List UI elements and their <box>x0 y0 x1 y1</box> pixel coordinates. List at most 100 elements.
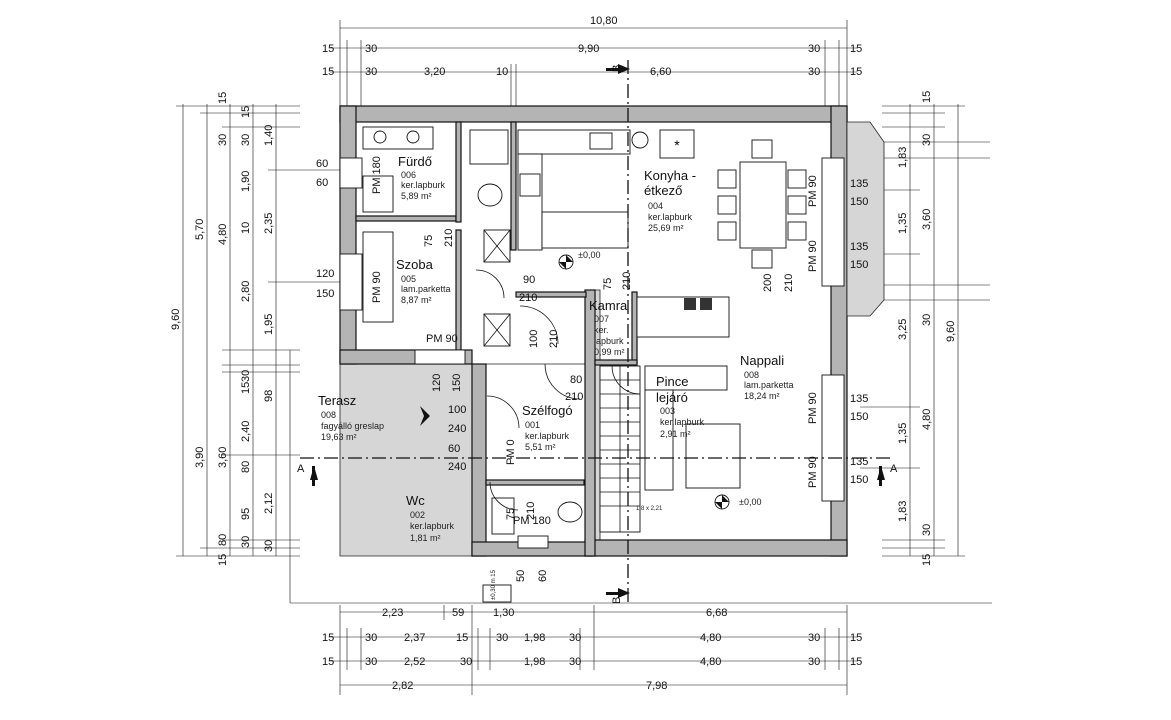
room-name: Nappali <box>740 353 784 368</box>
room-name: Terasz <box>318 393 356 408</box>
wc-toilet-icon <box>557 501 583 523</box>
door-dim-15: 240 <box>448 423 466 435</box>
dim-left-2: 3,90 <box>194 447 206 468</box>
dim-left-16: 80 <box>217 534 229 546</box>
door-dim-6: 200 <box>762 274 774 292</box>
dim-left-15: 30 <box>240 536 252 548</box>
dim-left-22: 1,95 <box>263 314 275 335</box>
room-name: Kamra <box>589 298 628 313</box>
room-bathroom: Fürdő 006 ker.lapburk 5,89 m² <box>398 154 446 201</box>
dim-left-4: 3,60 <box>217 447 229 468</box>
room-area: 8,87 m² <box>401 295 432 305</box>
kitchen-counter-side <box>517 153 543 251</box>
dim-bot-r2-6: 30 <box>569 632 581 644</box>
room-floor: ker.lapburk <box>660 417 705 427</box>
room-vestibule: Szélfogó 001 ker.lapburk 5,51 m² <box>522 403 573 452</box>
dim-right-10: 1,83 <box>897 501 909 522</box>
room-floor: ker.lapburk <box>525 431 570 441</box>
dim-bot-r1-1: 59 <box>452 607 464 619</box>
kitchen-island <box>541 211 629 249</box>
room-name: Szoba <box>396 257 434 272</box>
door-dim-19: 210 <box>525 502 537 520</box>
chair-icon <box>787 221 807 241</box>
pm-living: PM 90 <box>807 392 819 424</box>
stair-outer <box>482 584 512 603</box>
chair-icon <box>717 169 737 189</box>
kitchen-sink <box>589 132 613 150</box>
partition-bath-east <box>455 121 462 223</box>
wall-south-east <box>584 539 848 557</box>
dim-left-5: 15 <box>217 92 229 104</box>
dim-right-1: 30 <box>921 134 933 146</box>
level-label-2: ±0,00 <box>739 497 761 507</box>
partition-bath-room <box>355 215 457 222</box>
room-name: Szélfogó <box>522 403 573 418</box>
door-dim-20: 50 <box>515 570 527 582</box>
dim-top-r1-1: 30 <box>365 43 377 55</box>
door-swing-hall <box>519 305 559 345</box>
chair-icon <box>787 169 807 189</box>
dim-left-20: 1,40 <box>263 125 275 146</box>
room-floor: lam.parketta <box>401 284 451 294</box>
door-dim-10: 80 <box>570 374 582 386</box>
room-pantry: Kamra 007 ker. lapburk 0,99 m² <box>589 298 628 357</box>
double-sink <box>362 126 434 150</box>
section-a-arrow-right <box>879 466 882 486</box>
dim-bot-r3-2: 2,52 <box>404 656 425 668</box>
room-floor: ker.lapburk <box>401 180 446 190</box>
room-code: 007 <box>594 314 609 324</box>
room-floor: ker.lapburk <box>410 521 455 531</box>
room-code: 008 <box>744 370 759 380</box>
room-area: 1,81 m² <box>410 533 441 543</box>
dim-right-9: 1,35 <box>897 423 909 444</box>
room-code: 003 <box>660 406 675 416</box>
dim-top-total: 10,80 <box>590 15 618 27</box>
chair-icon <box>717 195 737 215</box>
win-dim-r7: 150 <box>850 474 868 486</box>
shower-tray <box>469 129 509 165</box>
sofa-side <box>644 389 674 491</box>
room-floor: ker.lapburk <box>648 212 693 222</box>
dim-right-6: 9,60 <box>945 321 957 342</box>
chair-icon <box>717 221 737 241</box>
wall-west <box>339 105 357 365</box>
living-cabinet <box>636 296 730 338</box>
pm-dining: PM 90 <box>807 175 819 207</box>
dim-left-10: 30 <box>240 370 252 382</box>
room-bedroom: Szoba 005 lam.parketta 8,87 m² <box>396 257 451 305</box>
room-code: 004 <box>648 201 663 211</box>
room-name: Wc <box>406 493 425 508</box>
window-south <box>414 349 466 365</box>
dim-left-14: 95 <box>240 508 252 520</box>
partition-room-east <box>455 229 462 351</box>
bottom-dimensions: 2,23 59 1,30 6,68 15 30 2,37 15 30 1,98 … <box>289 350 992 695</box>
pm-entry: PM 0 <box>505 439 517 465</box>
dim-top-r2-2: 3,20 <box>424 66 445 78</box>
section-b-arrow-bottom <box>606 592 624 595</box>
door-dim-7: 210 <box>783 274 795 292</box>
chair-icon <box>787 195 807 215</box>
dim-top-r2-4: 6,60 <box>650 66 671 78</box>
dim-right-12: 15 <box>921 554 933 566</box>
win-dim-r1: 150 <box>850 196 868 208</box>
cooktop <box>519 173 541 197</box>
dim-bot-r2-5: 1,98 <box>524 632 545 644</box>
kitchen-counter-top <box>517 129 631 155</box>
fridge <box>659 129 695 159</box>
dim-bot-r2-0: 15 <box>322 632 334 644</box>
room-area: 18,24 m² <box>744 391 780 401</box>
dim-bot-r3-5: 30 <box>569 656 581 668</box>
wall-wc-west <box>471 363 487 557</box>
dim-top-r2-1: 30 <box>365 66 377 78</box>
room-name: Pince <box>656 374 689 389</box>
dim-right-8: 4,80 <box>921 409 933 430</box>
door-swing-stair <box>611 365 641 395</box>
room-code: 005 <box>401 274 416 284</box>
door-dim-2: 90 <box>523 274 535 286</box>
round-vent-icon <box>631 131 649 149</box>
entry-arrow-icon <box>420 406 430 426</box>
dim-left-6: 30 <box>240 134 252 146</box>
dim-right-11: 30 <box>921 524 933 536</box>
door-dim-5: 210 <box>621 272 633 290</box>
door-dim-12: 120 <box>431 374 443 392</box>
